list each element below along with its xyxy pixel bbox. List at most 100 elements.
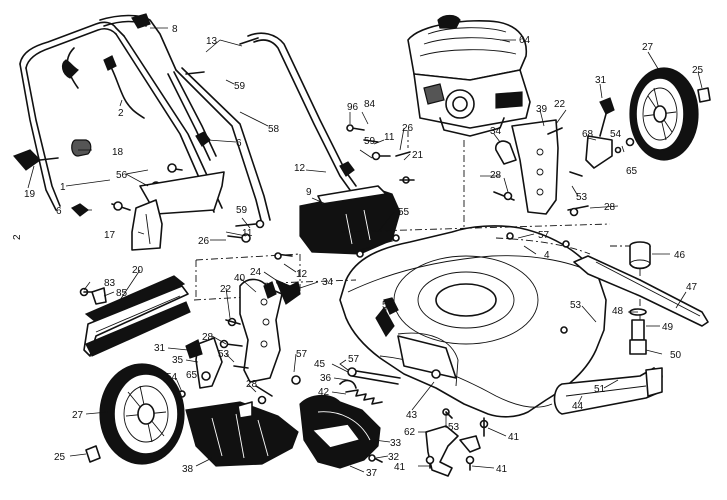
- handle-control-bar: [61, 13, 177, 79]
- callout-9: 9: [306, 187, 312, 198]
- callout-83: 83: [104, 278, 116, 289]
- callout-19: 19: [24, 189, 36, 200]
- callout-41-c: 41: [496, 464, 508, 475]
- callout-52: 52: [382, 300, 394, 311]
- front-bracket-center: [425, 408, 489, 477]
- wheel-cap-left: [85, 445, 101, 463]
- callout-28-b: 28: [604, 202, 616, 213]
- callout-53-d: 53: [448, 422, 460, 433]
- callout-65: 65: [626, 166, 638, 177]
- callout-42: 42: [318, 387, 330, 398]
- callout-38: 38: [182, 464, 194, 475]
- callout-46: 46: [674, 250, 686, 261]
- callout-64: 64: [519, 35, 531, 46]
- callout-85: 85: [116, 288, 128, 299]
- lower-handle: [167, 32, 357, 225]
- callout-26: 26: [402, 123, 414, 134]
- callout-6: 6: [236, 138, 242, 149]
- callout-24: 24: [250, 267, 262, 278]
- callout-43: 43: [406, 410, 418, 421]
- callout-21: 21: [412, 150, 424, 161]
- callout-53-c: 53: [218, 349, 230, 360]
- callout-48: 48: [612, 306, 624, 317]
- callout-20: 20: [132, 265, 144, 276]
- blade-adapter: [629, 241, 651, 270]
- callout-59: 59: [234, 81, 246, 92]
- callout-68: 68: [582, 129, 594, 140]
- callout-31: 31: [595, 75, 607, 86]
- callout-56: 56: [116, 170, 128, 181]
- callout-35: 35: [172, 355, 184, 366]
- height-adjuster-left: [178, 252, 301, 405]
- callout-27: 27: [642, 42, 654, 53]
- callout-49: 49: [662, 322, 674, 333]
- callout-36: 36: [320, 373, 332, 384]
- engine: [407, 14, 531, 137]
- callout-41: 41: [508, 432, 520, 443]
- rear-right-bracket: [493, 119, 589, 217]
- callout-6-b: 6: [56, 206, 62, 217]
- callout-12: 12: [294, 163, 306, 174]
- callout-39: 39: [536, 104, 548, 115]
- callout-53: 53: [576, 192, 588, 203]
- callout-44: 44: [572, 401, 584, 412]
- callout-22-b: 22: [220, 284, 232, 295]
- callout-37: 37: [366, 468, 378, 479]
- front-wheel-left: [99, 363, 185, 465]
- callout-34-b: 34: [322, 277, 334, 288]
- callout-57-b: 57: [296, 349, 308, 360]
- mulch-plate-left: [79, 275, 191, 357]
- front-axle-link: [553, 367, 663, 415]
- rear-chute: [299, 185, 401, 255]
- callout-45: 45: [314, 359, 326, 370]
- callout-84: 84: [364, 99, 376, 110]
- misc-small-parts-top: [346, 124, 415, 184]
- callout-41-b: 41: [394, 462, 406, 473]
- callout-8: 8: [172, 24, 178, 35]
- callout-59-c: 59: [236, 205, 248, 216]
- callout-25: 25: [692, 65, 704, 76]
- callout-65-b: 65: [186, 370, 198, 381]
- callout-11-b: 11: [242, 228, 253, 239]
- callout-13: 13: [206, 36, 218, 47]
- wheel-cap-right: [697, 87, 711, 103]
- callout-28-c: 28: [202, 332, 214, 343]
- rod-and-spring: [339, 367, 401, 405]
- callout-32: 32: [388, 452, 400, 463]
- rear-flap-bracket: [131, 171, 225, 251]
- mulch-plug: [185, 401, 299, 467]
- callout-22: 22: [554, 99, 566, 110]
- callout-labels: 8 13 64 27 25 59 2 58 96 84 31 39 22 34 …: [12, 24, 704, 479]
- callout-54-b: 54: [166, 372, 178, 383]
- callout-26-b: 26: [198, 236, 210, 247]
- callout-12-b: 12: [296, 269, 308, 280]
- blade-bolt: [629, 308, 647, 355]
- callout-28-d: 28: [246, 379, 258, 390]
- callout-47: 47: [686, 282, 698, 293]
- callout-18: 18: [112, 147, 124, 158]
- callout-11: 11: [384, 132, 395, 143]
- callout-54: 54: [610, 129, 622, 140]
- height-adjuster-right: [585, 97, 635, 169]
- rear-bag-door: [299, 394, 383, 469]
- callout-50: 50: [670, 350, 682, 361]
- callout-4: 4: [544, 250, 550, 261]
- callout-59-b: 59: [364, 136, 376, 147]
- page-marker: 2: [12, 234, 23, 240]
- callout-28: 28: [490, 170, 502, 181]
- callout-1: 1: [60, 182, 66, 193]
- blade: [573, 255, 709, 327]
- callout-96: 96: [347, 102, 359, 113]
- callout-53-b: 53: [570, 300, 582, 311]
- callout-33: 33: [390, 438, 402, 449]
- callout-57-c: 57: [348, 354, 360, 365]
- cutting-deck: [339, 225, 607, 418]
- callout-25-b: 25: [54, 452, 66, 463]
- callout-31-b: 31: [154, 343, 166, 354]
- control-cable: [103, 55, 145, 119]
- callout-2: 2: [118, 108, 124, 119]
- rear-wheel-right: [629, 67, 699, 161]
- callout-55: 55: [398, 207, 410, 218]
- callout-17: 17: [104, 230, 116, 241]
